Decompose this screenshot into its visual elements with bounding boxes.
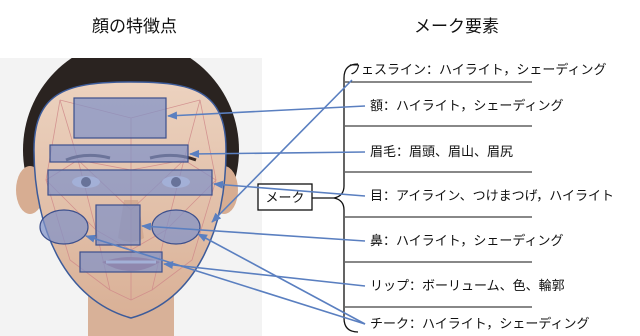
face-features-title: 顔の特徴点	[92, 17, 177, 37]
list-separators	[345, 81, 532, 308]
arrow-eyebrow	[189, 149, 366, 158]
makeup-label: メーク	[265, 191, 304, 206]
arrow-cheek-left	[85, 234, 366, 325]
element-lip: リップ：ボーリューム、色、輪郭	[370, 278, 565, 294]
arrows	[85, 79, 366, 325]
nose-region	[95, 204, 141, 246]
element-eyebrow: 眉毛：眉頭、眉山、眉尻	[370, 145, 513, 160]
brace	[333, 63, 359, 333]
forehead-region	[73, 97, 167, 139]
cheek-left-region	[39, 209, 89, 245]
eyebrow-region	[49, 144, 189, 163]
arrow-faceline	[211, 79, 353, 223]
element-nose: 鼻：ハイライト，シェーディング	[370, 233, 563, 249]
arrow-forehead	[167, 105, 366, 120]
element-forehead: 額：ハイライト，シェーディング	[370, 98, 563, 114]
element-faceline: フェスライン：ハイライト，シェーディング	[348, 62, 606, 78]
arrow-nose	[141, 222, 366, 242]
arrow-lip	[163, 261, 366, 287]
eye-region	[47, 169, 213, 196]
lip-region	[79, 251, 163, 273]
makeup-label-box: メーク	[257, 183, 334, 211]
feature-regions	[39, 97, 213, 273]
makeup-elements-title: メーク要素	[414, 17, 499, 37]
element-labels: フェスライン：ハイライト，シェーディング 額：ハイライト，シェーディング 眉毛：…	[348, 62, 614, 332]
element-cheek: チーク：ハイライト，シェーディング	[370, 316, 589, 332]
arrow-cheek-right	[197, 233, 366, 325]
arrow-eye	[213, 180, 366, 197]
element-eye: 目：アイライン、つけまつげ，ハイライト	[370, 189, 614, 204]
